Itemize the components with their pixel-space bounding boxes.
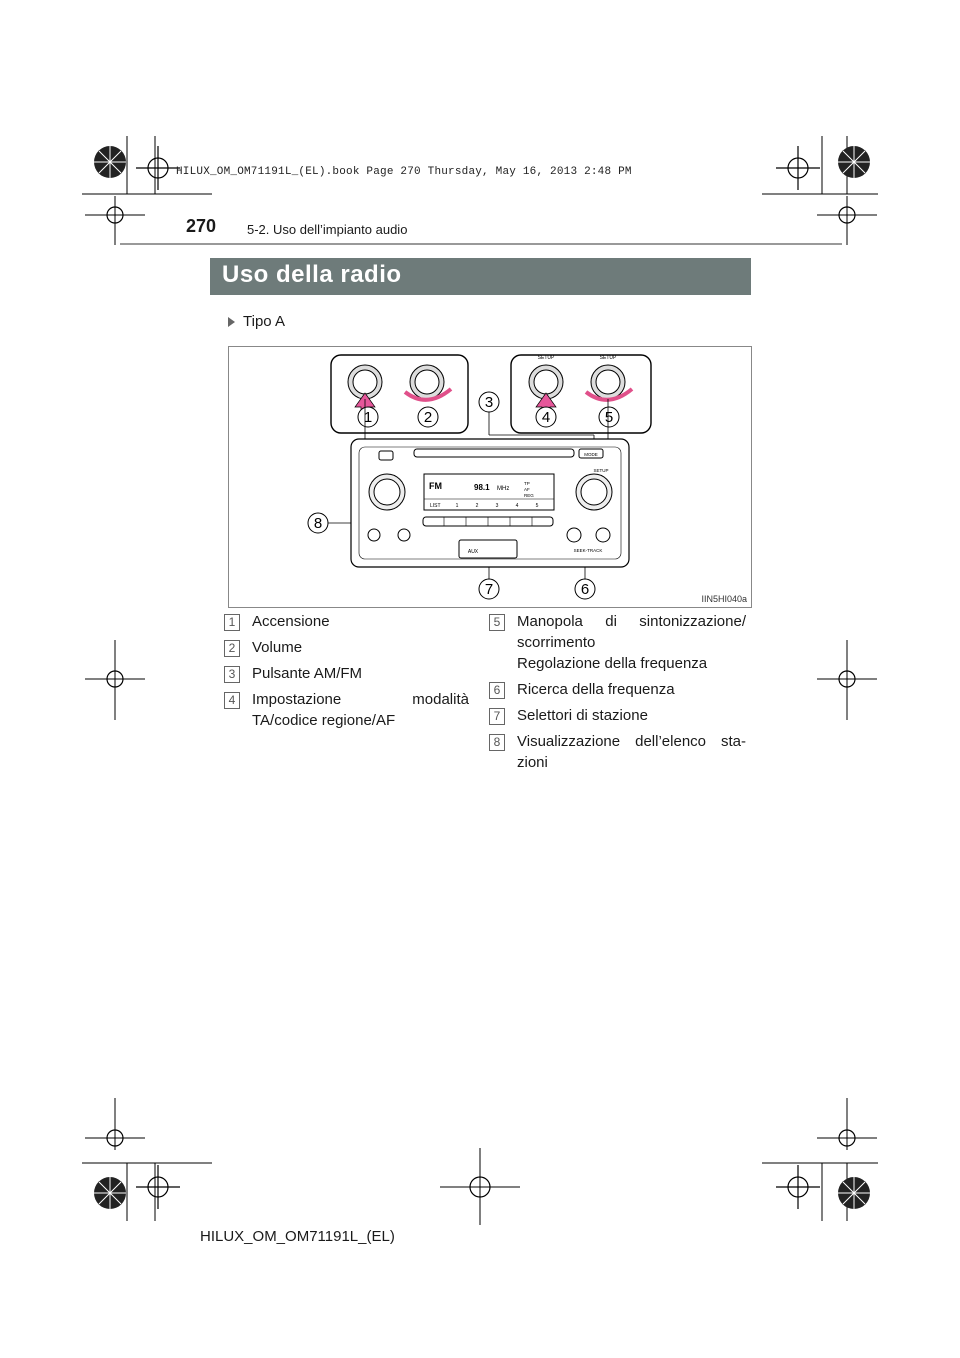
legend-text: Ricerca della frequenza (517, 681, 675, 698)
setup-knob-label: SETUP (593, 468, 608, 473)
legend-number: 7 (489, 708, 505, 725)
legend-item: 6 Ricerca della frequenza (489, 679, 746, 700)
legend-item: 8 Visualizzazione dell’elenco sta- zioni (489, 731, 746, 773)
legend-text-block: Manopola di sintonizzazione/ scorrimento… (517, 611, 746, 674)
callout-2: 2 (424, 409, 432, 426)
subheading: Tipo A (228, 313, 285, 330)
section-reference: 5-2. Uso dell’impianto audio (247, 222, 408, 237)
display-preset-4: 4 (516, 503, 519, 509)
legend-number: 4 (224, 692, 240, 709)
display-preset-3: 3 (496, 503, 499, 509)
legend-number: 6 (489, 682, 505, 699)
display-reg: REG (524, 493, 534, 498)
setup-label-right: SETUP (600, 355, 617, 361)
legend-item: 1 Accensione (224, 611, 469, 632)
header-rule (120, 243, 842, 245)
footer-document-code: HILUX_OM_OM71191L_(EL) (200, 1228, 395, 1245)
legend-text-secondary: Regolazione della frequenza (517, 655, 708, 672)
legend-number: 8 (489, 734, 505, 751)
callout-6: 6 (581, 581, 589, 598)
legend-text: Accensione (252, 613, 330, 630)
title-bar (210, 258, 751, 295)
legend-number: 2 (224, 640, 240, 657)
power-knob-zoom (347, 364, 383, 400)
legend-text: Pulsante AM/FM (252, 665, 363, 682)
legend-text: Selettori di stazione (517, 707, 648, 724)
mode-label: MODE (584, 452, 598, 457)
display-af: AF (524, 487, 530, 492)
volume-knob-zoom (403, 364, 453, 402)
seek-track-label: SEEK-TRACK (574, 548, 603, 553)
display-preset-1: 1 (456, 503, 459, 509)
callout-1: 1 (364, 409, 372, 426)
legend-number: 3 (224, 666, 240, 683)
page-number: 270 (186, 216, 217, 236)
legend-text: Visualizzazione dell’elenco sta- zioni (517, 733, 746, 771)
legend-number: 5 (489, 614, 505, 631)
legend-item: 2 Volume (224, 637, 469, 658)
callout-3: 3 (485, 394, 493, 411)
figure-code: IIN5HI040a (701, 594, 747, 604)
setup-knob-zoom-left (528, 364, 564, 400)
legend-item: 3 Pulsante AM/FM (224, 663, 469, 684)
display-unit: MHz (497, 486, 509, 492)
page-title: Uso della radio (222, 261, 402, 288)
legend-text: Impostazione modalità TA/codice regione/… (252, 691, 469, 729)
legend-text: Manopola di sintonizzazione/ scorrimento (517, 613, 746, 651)
subheading-text: Tipo A (243, 313, 285, 330)
display-preset-2: 2 (476, 503, 479, 509)
legend-item: 5 Manopola di sintonizzazione/ scorrimen… (489, 611, 746, 674)
legend-text: Volume (252, 639, 303, 656)
callout-8: 8 (314, 515, 322, 532)
callout-7: 7 (485, 581, 493, 598)
radio-unit: MODE SETUP FM 98.1 MHz TP AF REG LIST 1 … (350, 438, 630, 568)
display-frequency: 98.1 (474, 483, 490, 492)
aux-label: AUX (468, 549, 479, 555)
legend-number: 1 (224, 614, 240, 631)
book-info-line: HILUX_OM_OM71191L_(EL).book Page 270 Thu… (176, 166, 632, 178)
radio-figure: SETUP SETUP 1 2 3 4 5 6 7 8 (228, 346, 752, 608)
callout-5: 5 (605, 409, 613, 426)
setup-knob-zoom-right (584, 364, 634, 402)
display-preset-5: 5 (536, 503, 539, 509)
legend-item: 4 Impostazione modalità TA/codice region… (224, 689, 469, 731)
setup-label-left: SETUP (538, 355, 555, 361)
triangle-bullet-icon (228, 316, 235, 327)
callout-4: 4 (542, 409, 550, 426)
radio-illustration: SETUP SETUP 1 2 3 4 5 6 7 8 (307, 354, 652, 600)
display-tp: TP (524, 481, 530, 486)
display-band: FM (429, 481, 442, 491)
legend-item: 7 Selettori di stazione (489, 705, 746, 726)
display-list: LIST (430, 503, 441, 509)
